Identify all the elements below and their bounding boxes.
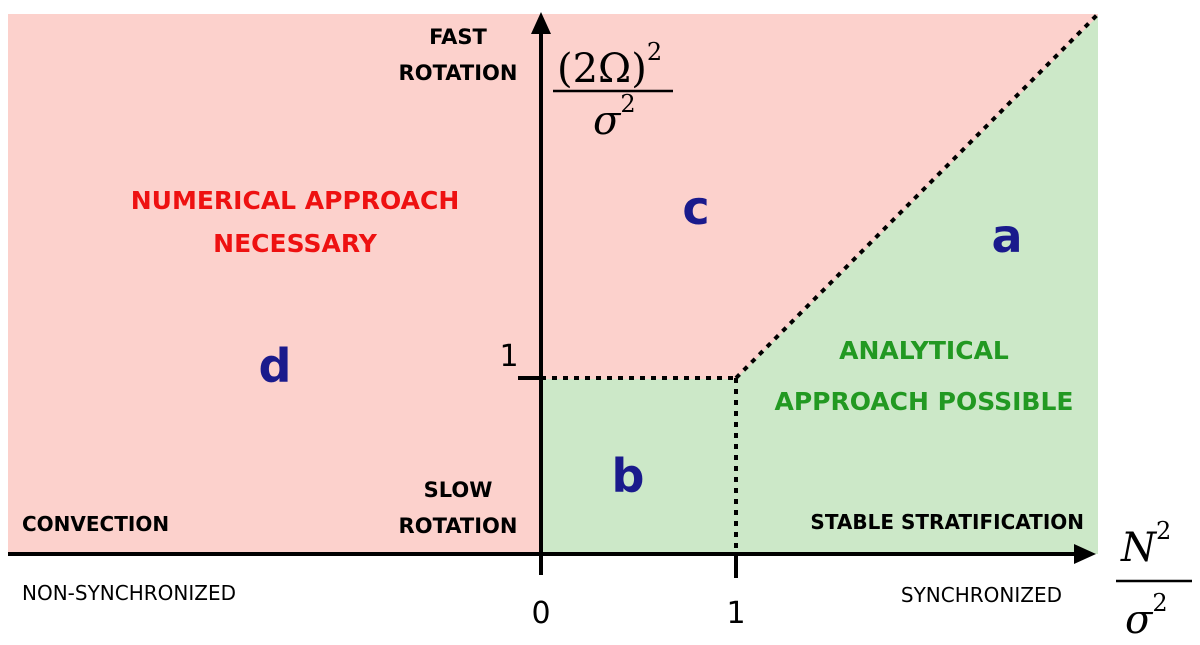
stable-stratification-label: STABLE STRATIFICATION [810,510,1084,534]
x-axis-arrowhead [1074,544,1096,564]
fast-rotation-line2: ROTATION [399,61,518,85]
synchronized-label: SYNCHRONIZED [901,583,1062,607]
numerical-approach-line2: NECESSARY [213,229,378,258]
slow-rotation-line2: ROTATION [399,514,518,538]
y-axis-label-numerator: (2Ω)2 [557,38,662,92]
region-letter-a: a [991,209,1022,263]
non-synchronized-label: NON-SYNCHRONIZED [22,581,236,605]
x-tick-1-label: 1 [726,596,745,631]
slow-rotation-line1: SLOW [424,478,493,502]
x-axis-label-numerator: N2 [1120,517,1171,571]
y-tick-1-label: 1 [499,339,518,374]
x-axis-label-denominator: σ2 [1125,589,1168,643]
fast-rotation-line1: FAST [429,25,487,49]
region-letter-d: d [259,339,292,393]
convection-label: CONVECTION [22,512,169,536]
x-tick-0-label: 0 [531,596,550,631]
y-axis-arrowhead [531,12,551,34]
analytical-approach-line1: ANALYTICAL [839,336,1009,365]
region-analytical-background [541,16,1098,554]
numerical-approach-line1: NUMERICAL APPROACH [131,186,460,215]
boundary-diagonal-dotted [734,12,1100,380]
y-axis-label-denominator: σ2 [593,90,636,144]
region-letter-c: c [682,181,709,235]
analytical-approach-line2: APPROACH POSSIBLE [775,387,1074,416]
region-letter-b: b [612,449,645,503]
